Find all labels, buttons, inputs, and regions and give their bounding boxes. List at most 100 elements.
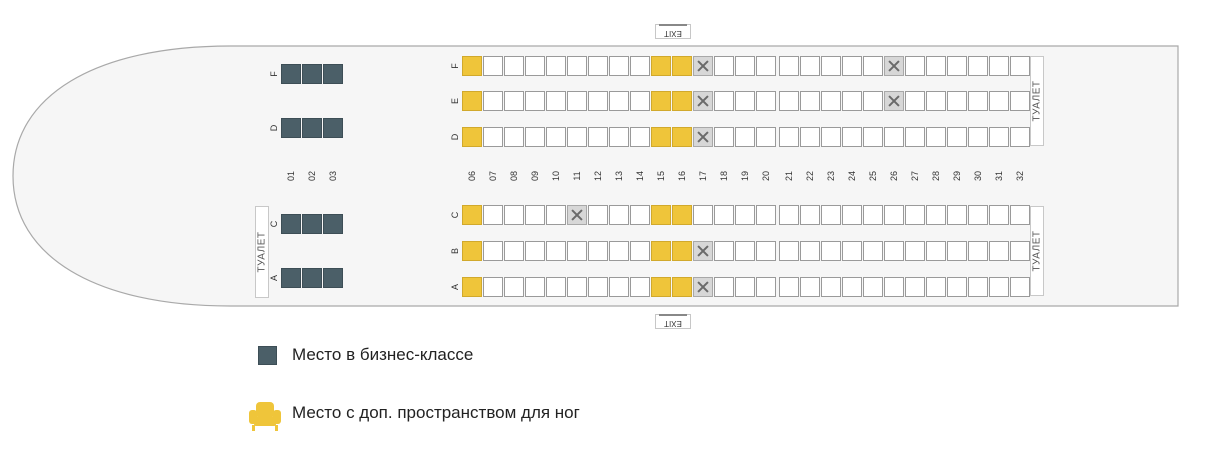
seat-26c[interactable] [884, 205, 904, 225]
seat-16f[interactable] [672, 56, 692, 76]
seat-11b[interactable] [567, 241, 587, 261]
seat-06a[interactable] [462, 277, 482, 297]
seat-14d[interactable] [630, 127, 650, 147]
seat-18e[interactable] [714, 91, 734, 111]
seat-13e[interactable] [609, 91, 629, 111]
seat-26d[interactable] [884, 127, 904, 147]
seat-13a[interactable] [609, 277, 629, 297]
seat-13c[interactable] [609, 205, 629, 225]
seat-20c[interactable] [756, 205, 776, 225]
seat-06f[interactable] [462, 56, 482, 76]
seat-08d[interactable] [504, 127, 524, 147]
seat-20b[interactable] [756, 241, 776, 261]
seat-29b[interactable] [947, 241, 967, 261]
seat-11e[interactable] [567, 91, 587, 111]
seat-32c[interactable] [1010, 205, 1030, 225]
seat-31c[interactable] [989, 205, 1009, 225]
seat-31d[interactable] [989, 127, 1009, 147]
seat-20e[interactable] [756, 91, 776, 111]
seat-15c[interactable] [651, 205, 671, 225]
seat-26a[interactable] [884, 277, 904, 297]
seat-12f[interactable] [588, 56, 608, 76]
seat-12a[interactable] [588, 277, 608, 297]
seat-19e[interactable] [735, 91, 755, 111]
seat-03a[interactable] [323, 268, 343, 288]
seat-23a[interactable] [821, 277, 841, 297]
seat-20d[interactable] [756, 127, 776, 147]
seat-08e[interactable] [504, 91, 524, 111]
seat-19f[interactable] [735, 56, 755, 76]
seat-06e[interactable] [462, 91, 482, 111]
seat-19d[interactable] [735, 127, 755, 147]
seat-28e[interactable] [926, 91, 946, 111]
seat-01f[interactable] [281, 64, 301, 84]
seat-25d[interactable] [863, 127, 883, 147]
seat-13f[interactable] [609, 56, 629, 76]
seat-18c[interactable] [714, 205, 734, 225]
seat-30f[interactable] [968, 56, 988, 76]
seat-30d[interactable] [968, 127, 988, 147]
seat-17f[interactable] [693, 56, 713, 76]
seat-17a[interactable] [693, 277, 713, 297]
seat-16c[interactable] [672, 205, 692, 225]
seat-16e[interactable] [672, 91, 692, 111]
seat-30b[interactable] [968, 241, 988, 261]
seat-10d[interactable] [546, 127, 566, 147]
seat-02f[interactable] [302, 64, 322, 84]
seat-15b[interactable] [651, 241, 671, 261]
seat-25f[interactable] [863, 56, 883, 76]
seat-17d[interactable] [693, 127, 713, 147]
seat-06c[interactable] [462, 205, 482, 225]
seat-10a[interactable] [546, 277, 566, 297]
seat-03c[interactable] [323, 214, 343, 234]
seat-01d[interactable] [281, 118, 301, 138]
seat-27d[interactable] [905, 127, 925, 147]
seat-02c[interactable] [302, 214, 322, 234]
seat-21f[interactable] [779, 56, 799, 76]
seat-11f[interactable] [567, 56, 587, 76]
seat-24e[interactable] [842, 91, 862, 111]
seat-23b[interactable] [821, 241, 841, 261]
seat-21d[interactable] [779, 127, 799, 147]
seat-24b[interactable] [842, 241, 862, 261]
seat-07d[interactable] [483, 127, 503, 147]
seat-12e[interactable] [588, 91, 608, 111]
seat-21a[interactable] [779, 277, 799, 297]
seat-32a[interactable] [1010, 277, 1030, 297]
seat-03d[interactable] [323, 118, 343, 138]
seat-22e[interactable] [800, 91, 820, 111]
seat-31b[interactable] [989, 241, 1009, 261]
seat-09d[interactable] [525, 127, 545, 147]
seat-18a[interactable] [714, 277, 734, 297]
seat-08c[interactable] [504, 205, 524, 225]
seat-28d[interactable] [926, 127, 946, 147]
seat-26e[interactable] [884, 91, 904, 111]
seat-31e[interactable] [989, 91, 1009, 111]
seat-26b[interactable] [884, 241, 904, 261]
seat-24d[interactable] [842, 127, 862, 147]
seat-20a[interactable] [756, 277, 776, 297]
seat-28b[interactable] [926, 241, 946, 261]
seat-18b[interactable] [714, 241, 734, 261]
seat-09b[interactable] [525, 241, 545, 261]
seat-29e[interactable] [947, 91, 967, 111]
seat-09e[interactable] [525, 91, 545, 111]
seat-09c[interactable] [525, 205, 545, 225]
seat-22a[interactable] [800, 277, 820, 297]
seat-18d[interactable] [714, 127, 734, 147]
seat-28f[interactable] [926, 56, 946, 76]
seat-25b[interactable] [863, 241, 883, 261]
seat-17c[interactable] [693, 205, 713, 225]
seat-07a[interactable] [483, 277, 503, 297]
seat-19a[interactable] [735, 277, 755, 297]
seat-19c[interactable] [735, 205, 755, 225]
seat-30e[interactable] [968, 91, 988, 111]
seat-21c[interactable] [779, 205, 799, 225]
seat-16a[interactable] [672, 277, 692, 297]
seat-27b[interactable] [905, 241, 925, 261]
seat-07f[interactable] [483, 56, 503, 76]
seat-01a[interactable] [281, 268, 301, 288]
seat-26f[interactable] [884, 56, 904, 76]
seat-27c[interactable] [905, 205, 925, 225]
seat-29f[interactable] [947, 56, 967, 76]
